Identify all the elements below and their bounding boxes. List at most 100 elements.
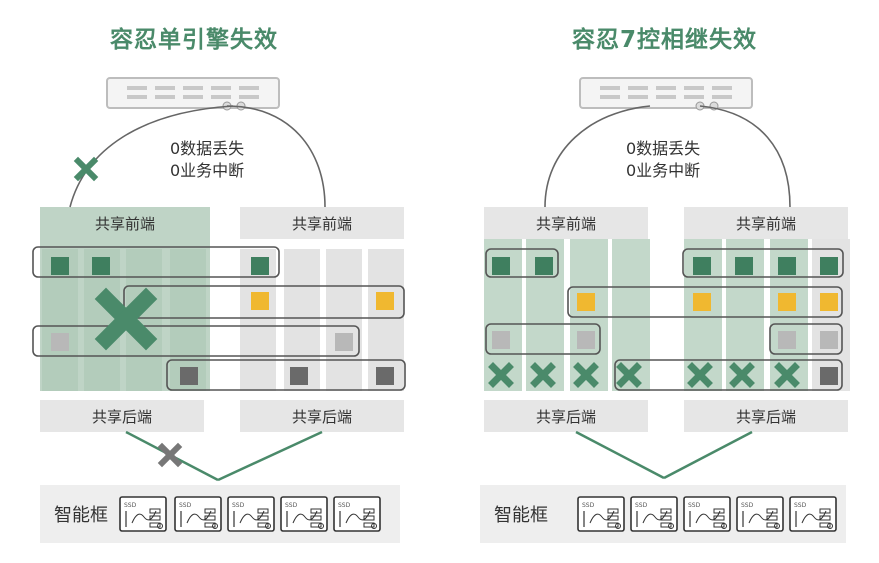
right-backend-a: 共享后端	[484, 400, 648, 432]
cross-stroke	[488, 362, 514, 388]
server-slot	[127, 86, 147, 90]
right-host-link	[699, 105, 791, 208]
ssd-detail	[131, 510, 157, 524]
left-enclosure-label: 智能框	[54, 505, 108, 526]
ssd-label: SSD	[688, 502, 701, 509]
right-cache-square	[820, 331, 838, 349]
right-cache-square	[492, 331, 510, 349]
cross-stroke	[729, 362, 755, 388]
right-host-link	[544, 105, 651, 208]
left-ssd-icon: SSD	[280, 496, 328, 532]
ssd-detail	[318, 523, 324, 529]
left-backend-link	[217, 430, 323, 482]
right-backend-b: 共享后端	[684, 400, 848, 432]
server-slot	[656, 95, 676, 99]
ssd-label: SSD	[124, 502, 137, 509]
cross-stroke	[573, 362, 599, 388]
right-cache-square	[820, 367, 838, 385]
server-slot	[684, 95, 704, 99]
right-ssd-icon: SSD	[683, 496, 731, 532]
ssd-chip	[310, 515, 322, 521]
ssd-chip	[819, 508, 831, 514]
right-mirror-group	[769, 323, 843, 355]
ssd-detail	[748, 510, 774, 524]
right-controller-failure-cross	[774, 362, 800, 388]
server-slot	[656, 86, 676, 90]
ssd-chip	[363, 515, 375, 521]
left-cache-square	[335, 333, 353, 351]
left-cache-square	[290, 367, 308, 385]
ssd-chip	[607, 522, 619, 528]
server-slot	[155, 86, 175, 90]
right-cache-square	[778, 331, 796, 349]
right-cache-square	[693, 293, 711, 311]
right-message-line1: 0数据丢失	[626, 139, 701, 158]
ssd-chip	[766, 522, 778, 528]
left-cache-square	[180, 367, 198, 385]
ssd-detail	[774, 523, 780, 529]
cross-stroke	[73, 156, 99, 182]
ssd-detail	[212, 523, 218, 529]
right-cache-square	[535, 257, 553, 275]
right-cache-square	[577, 331, 595, 349]
server-chassis	[579, 77, 753, 109]
server-slot	[183, 95, 203, 99]
ssd-detail	[371, 523, 377, 529]
cross-stroke	[774, 362, 800, 388]
right-enclosure-label: 智能框	[494, 505, 548, 526]
ssd-chip	[819, 522, 831, 528]
ssd-chip	[257, 522, 269, 528]
right-status-message: 0数据丢失 0业务中断	[626, 138, 700, 182]
ssd-label: SSD	[338, 502, 351, 509]
ssd-chip	[660, 508, 672, 514]
ssd-chip	[819, 515, 831, 521]
server-slot	[211, 95, 231, 99]
right-frontend-a: 共享前端	[484, 207, 648, 239]
ssd-detail	[345, 510, 371, 524]
ssd-chip	[363, 508, 375, 514]
left-mirror-group	[123, 285, 405, 319]
ssd-chip	[204, 522, 216, 528]
ssd-label: SSD	[741, 502, 754, 509]
ssd-detail	[265, 523, 271, 529]
left-ssd-icon: SSD	[333, 496, 381, 532]
ssd-label: SSD	[582, 502, 595, 509]
right-controller-failure-cross	[616, 362, 642, 388]
right-controller-failure-cross	[687, 362, 713, 388]
right-controller-failure-cross	[573, 362, 599, 388]
left-cache-square	[51, 257, 69, 275]
left-mirror-group	[166, 359, 406, 391]
ssd-label: SSD	[285, 502, 298, 509]
left-host-link	[226, 105, 326, 208]
right-ssd-icon: SSD	[789, 496, 837, 532]
ssd-chip	[149, 508, 161, 514]
left-cache-square	[251, 292, 269, 310]
right-ssd-icon: SSD	[577, 496, 625, 532]
ssd-chip	[149, 522, 161, 528]
server-slot	[628, 86, 648, 90]
ssd-chip	[713, 508, 725, 514]
ssd-chip	[660, 522, 672, 528]
ssd-chip	[713, 522, 725, 528]
ssd-chip	[607, 515, 619, 521]
left-cache-square	[51, 333, 69, 351]
ssd-chip	[766, 515, 778, 521]
cross-stroke	[157, 442, 183, 468]
left-backend-b: 共享后端	[240, 400, 404, 432]
ssd-chip	[257, 515, 269, 521]
right-cache-square	[820, 293, 838, 311]
right-cache-square	[778, 257, 796, 275]
ssd-detail	[827, 523, 833, 529]
left-frontend-a: 共享前端	[40, 207, 210, 239]
ssd-chip	[204, 508, 216, 514]
cross-stroke	[616, 362, 642, 388]
left-title: 容忍单引擎失效	[110, 27, 278, 53]
right-controller-failure-cross	[488, 362, 514, 388]
cross-stroke	[687, 362, 713, 388]
ssd-detail	[695, 510, 721, 524]
right-frontend-b: 共享前端	[684, 207, 848, 239]
server-slot	[239, 95, 259, 99]
server-slot	[600, 95, 620, 99]
right-controller-failure-cross	[530, 362, 556, 388]
server-slot	[239, 86, 259, 90]
